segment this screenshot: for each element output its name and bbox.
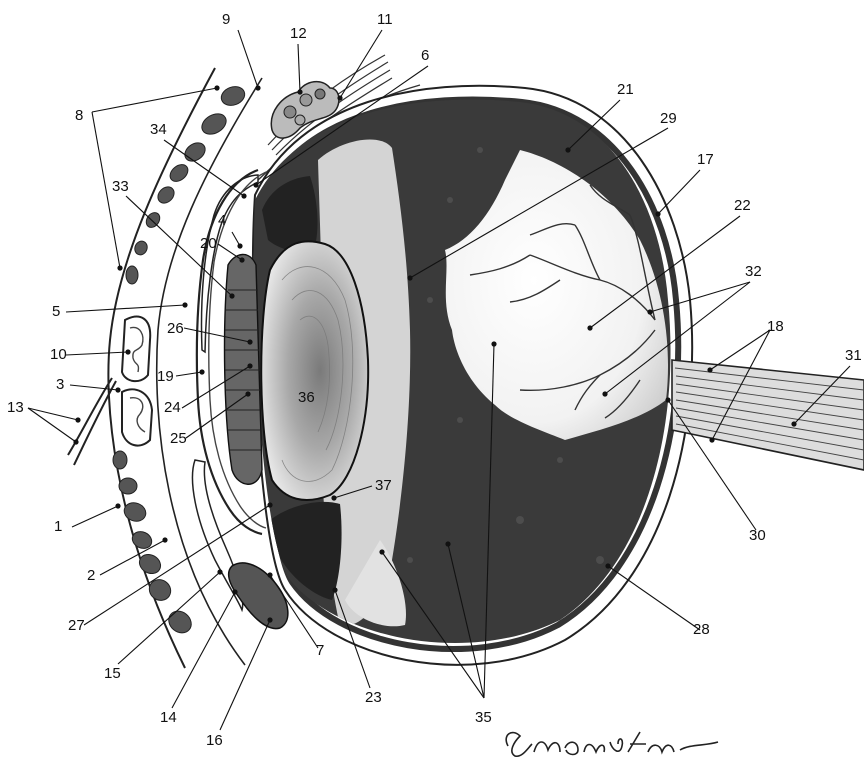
label-2: 2 bbox=[87, 567, 95, 584]
leader-dot-8a bbox=[214, 85, 219, 90]
optic-nerve bbox=[672, 360, 864, 470]
leader-dot-6 bbox=[253, 182, 258, 187]
leader-dot-7 bbox=[267, 572, 272, 577]
leader-line-1 bbox=[72, 506, 118, 527]
label-3: 3 bbox=[56, 376, 64, 393]
leader-dot-33 bbox=[229, 293, 234, 298]
leader-line-14 bbox=[172, 592, 235, 708]
label-31: 31 bbox=[845, 347, 862, 364]
artist-signature bbox=[506, 732, 718, 756]
leader-dot-26 bbox=[247, 339, 252, 344]
leader-dot-31 bbox=[791, 421, 796, 426]
leader-dot-25 bbox=[245, 391, 250, 396]
leader-dot-23 bbox=[332, 587, 337, 592]
leader-dot-13a bbox=[75, 417, 80, 422]
label-9: 9 bbox=[222, 11, 230, 28]
label-6: 6 bbox=[421, 47, 429, 64]
iris bbox=[225, 254, 262, 484]
leader-dot-19 bbox=[199, 369, 204, 374]
leader-line-5 bbox=[66, 305, 185, 312]
leader-dot-1 bbox=[115, 503, 120, 508]
leader-line-16 bbox=[220, 620, 270, 730]
tarsal-glands bbox=[122, 317, 152, 446]
leader-dot-34 bbox=[241, 193, 246, 198]
leader-line-13a bbox=[28, 408, 78, 420]
label-21: 21 bbox=[617, 81, 634, 98]
leader-dot-8b bbox=[117, 265, 122, 270]
label-19: 19 bbox=[157, 368, 174, 385]
leader-dot-18a bbox=[707, 367, 712, 372]
label-33: 33 bbox=[112, 178, 129, 195]
label-28: 28 bbox=[693, 621, 710, 638]
leader-line-17 bbox=[658, 170, 700, 214]
leader-line-28 bbox=[608, 566, 700, 630]
leader-dot-13b bbox=[73, 439, 78, 444]
label-35: 35 bbox=[475, 709, 492, 726]
leader-dot-14 bbox=[232, 589, 237, 594]
label-37: 37 bbox=[375, 477, 392, 494]
label-14: 14 bbox=[160, 709, 177, 726]
leader-dot-2 bbox=[162, 537, 167, 542]
leader-line-3 bbox=[70, 385, 118, 390]
label-34: 34 bbox=[150, 121, 167, 138]
label-20: 20 bbox=[200, 235, 217, 252]
label-5: 5 bbox=[52, 303, 60, 320]
leader-line-10 bbox=[66, 352, 128, 355]
leader-dot-35b bbox=[445, 541, 450, 546]
leader-dot-28 bbox=[605, 563, 610, 568]
leader-dot-17 bbox=[655, 211, 660, 216]
leader-dot-9 bbox=[255, 85, 260, 90]
leader-line-12 bbox=[298, 44, 300, 92]
label-8: 8 bbox=[75, 107, 83, 124]
label-10: 10 bbox=[50, 346, 67, 363]
leader-dot-3 bbox=[115, 387, 120, 392]
label-13: 13 bbox=[7, 399, 24, 416]
label-24: 24 bbox=[164, 399, 181, 416]
leader-dot-5 bbox=[182, 302, 187, 307]
label-36: 36 bbox=[298, 389, 315, 406]
label-32: 32 bbox=[745, 263, 762, 280]
leader-dot-21 bbox=[565, 147, 570, 152]
label-16: 16 bbox=[206, 732, 223, 749]
leader-dot-18b bbox=[709, 437, 714, 442]
leader-dot-20 bbox=[239, 257, 244, 262]
label-17: 17 bbox=[697, 151, 714, 168]
lens bbox=[261, 241, 368, 500]
label-30: 30 bbox=[749, 527, 766, 544]
leader-dot-37 bbox=[331, 495, 336, 500]
leader-dot-32b bbox=[602, 391, 607, 396]
label-22: 22 bbox=[734, 197, 751, 214]
leader-dot-15 bbox=[217, 569, 222, 574]
label-12: 12 bbox=[290, 25, 307, 42]
leader-dot-24 bbox=[247, 363, 252, 368]
leader-dot-10 bbox=[125, 349, 130, 354]
label-1: 1 bbox=[54, 518, 62, 535]
label-25: 25 bbox=[170, 430, 187, 447]
leader-dot-27 bbox=[267, 502, 272, 507]
leader-dot-32a bbox=[647, 309, 652, 314]
label-4: 4 bbox=[218, 212, 226, 229]
leader-dot-22 bbox=[587, 325, 592, 330]
leader-dot-30 bbox=[665, 397, 670, 402]
leader-line-13b bbox=[28, 408, 76, 442]
leader-dot-35c bbox=[491, 341, 496, 346]
leader-dot-35a bbox=[379, 549, 384, 554]
ciliary-body-lower bbox=[270, 502, 342, 600]
label-26: 26 bbox=[167, 320, 184, 337]
label-29: 29 bbox=[660, 110, 677, 127]
label-7: 7 bbox=[316, 642, 324, 659]
label-11: 11 bbox=[377, 11, 393, 28]
leader-dot-12 bbox=[297, 89, 302, 94]
label-23: 23 bbox=[365, 689, 382, 706]
leader-dot-11 bbox=[337, 95, 342, 100]
leader-dot-16 bbox=[267, 617, 272, 622]
leader-dot-4 bbox=[237, 243, 242, 248]
label-18: 18 bbox=[767, 318, 784, 335]
leader-line-9 bbox=[238, 30, 258, 88]
label-15: 15 bbox=[104, 665, 121, 682]
label-27: 27 bbox=[68, 617, 85, 634]
leader-dot-29 bbox=[407, 275, 412, 280]
leader-line-18a bbox=[710, 330, 770, 370]
